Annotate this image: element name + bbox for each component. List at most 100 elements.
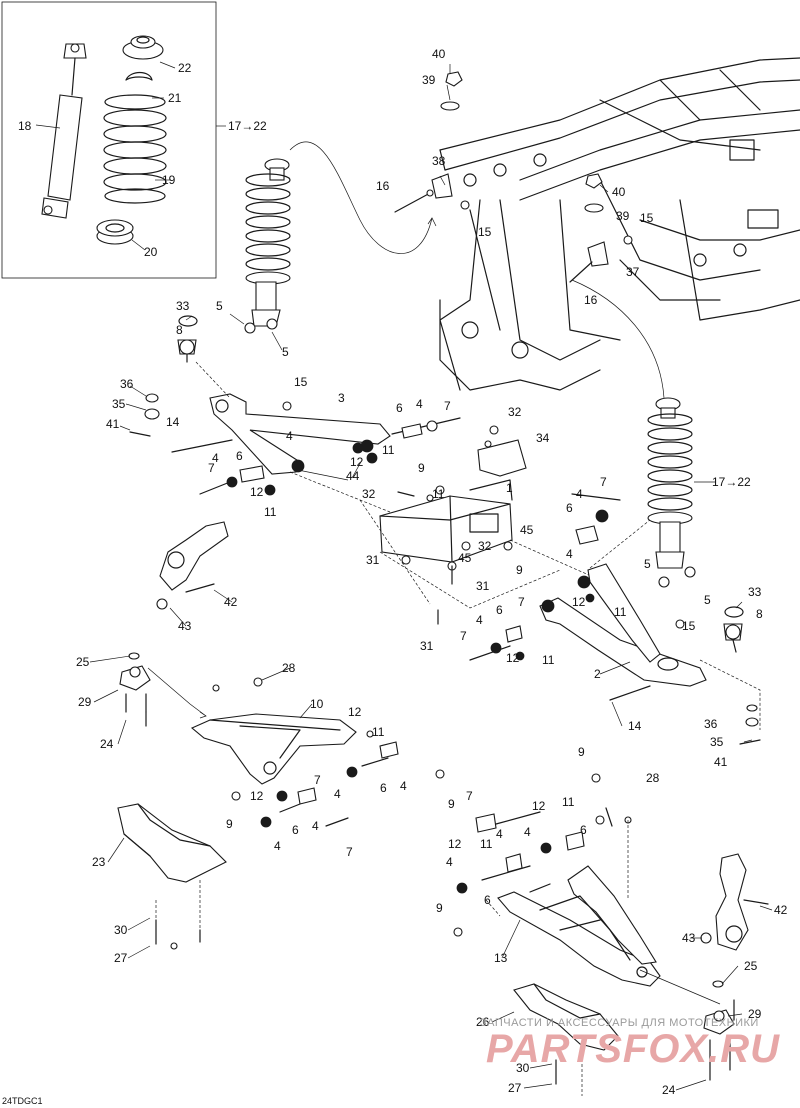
left-skid-plate — [117, 803, 227, 950]
callout-31-c: 31 — [420, 639, 434, 653]
callout-32-b: 32 — [362, 487, 376, 501]
lower-right-a-arm — [497, 865, 661, 987]
lower-spring-seat-part — [96, 219, 134, 245]
callout-21: 21 — [168, 91, 182, 105]
callout-12-c: 12 — [572, 595, 586, 609]
right-shock-assembly — [647, 397, 696, 588]
left-shock-assembly — [244, 158, 291, 334]
callout-11-c: 11 — [432, 487, 445, 501]
callout-26: 26 — [476, 1015, 490, 1029]
callout-40-top: 40 — [432, 47, 446, 61]
callout-16-mid: 16 — [584, 293, 598, 307]
callout-11-h: 11 — [480, 837, 493, 851]
callout-4-c: 4 — [212, 451, 219, 465]
callout-28-right: 28 — [646, 771, 660, 785]
callout-20: 20 — [144, 245, 158, 259]
callout-12-g: 12 — [532, 799, 546, 813]
callout-11-a: 11 — [382, 443, 395, 457]
callout-9-c: 9 — [448, 797, 455, 811]
callout-25-left: 25 — [76, 655, 90, 669]
callout-4-a: 4 — [416, 397, 423, 411]
callout-29-left: 29 — [78, 695, 92, 709]
callout-32-c: 32 — [478, 539, 492, 553]
callout-4-k: 4 — [524, 825, 531, 839]
callout-30-left: 30 — [114, 923, 128, 937]
callout-40-mid: 40 — [612, 185, 626, 199]
lower-left-ball-joint — [119, 652, 151, 727]
callout-16-top: 16 — [376, 179, 390, 193]
callout-10: 10 — [310, 697, 324, 711]
callout-24-right: 24 — [662, 1083, 676, 1097]
callout-11-d: 11 — [614, 605, 627, 619]
callout-14-left: 14 — [166, 415, 180, 429]
label-leaders — [89, 313, 773, 1091]
callout-11-g: 11 — [562, 795, 575, 809]
callout-5-a: 5 — [216, 299, 223, 313]
callout-4-d: 4 — [576, 487, 583, 501]
watermark: ЗАПЧАСТИ И АКСЕССУАРЫ ДЛЯ МОТОТЕХНИКИ PA… — [480, 1017, 780, 1071]
callout-31-a: 31 — [366, 553, 380, 567]
callout-17-22-left: 17→22 — [228, 119, 267, 133]
watermark-brand: PARTSFOX.RU — [486, 1027, 780, 1071]
callout-7-b: 7 — [208, 461, 215, 475]
lower-right-hardware — [453, 773, 632, 937]
callout-7-g: 7 — [346, 845, 353, 859]
upper-spring-seat-part — [122, 35, 164, 60]
callout-7-a: 7 — [444, 399, 451, 413]
shock-breakdown-inset — [1, 1, 217, 279]
watermark-tagline: ЗАПЧАСТИ И АКСЕССУАРЫ ДЛЯ МОТОТЕХНИКИ — [480, 1017, 759, 1029]
callout-9-e: 9 — [578, 745, 585, 759]
callout-15-top: 15 — [478, 225, 492, 239]
callout-35-left: 35 — [112, 397, 126, 411]
upper-left-a-arm — [209, 393, 391, 475]
callout-11-e: 11 — [542, 653, 555, 667]
callout-38: 38 — [432, 154, 446, 168]
callout-36-right: 36 — [704, 717, 718, 731]
upper-right-a-arm — [539, 563, 707, 687]
callout-5-c: 5 — [644, 557, 651, 571]
callout-13: 13 — [494, 951, 508, 965]
callout-6-h: 6 — [484, 893, 491, 907]
callout-6-g: 6 — [580, 823, 587, 837]
callout-31-b: 31 — [476, 579, 490, 593]
callout-18: 18 — [18, 119, 32, 133]
callout-9-b: 9 — [516, 563, 523, 577]
callout-4-f: 4 — [476, 613, 483, 627]
right-skid-plate — [513, 983, 619, 1096]
callout-19: 19 — [162, 173, 176, 187]
callout-3: 3 — [338, 391, 345, 405]
callout-34: 34 — [536, 431, 550, 445]
callout-12-d: 12 — [506, 651, 520, 665]
callout-6-d: 6 — [496, 603, 503, 617]
callout-12-b: 12 — [250, 485, 264, 499]
callout-5-b: 5 — [282, 345, 289, 359]
callout-45-b: 45 — [458, 551, 472, 565]
callout-30-right: 30 — [516, 1061, 530, 1075]
callout-2: 2 — [594, 667, 601, 681]
callout-5-d: 5 — [704, 593, 711, 607]
frame-hardware — [394, 64, 633, 283]
upper-left-ball-joint — [177, 315, 198, 363]
callout-28-left: 28 — [282, 661, 296, 675]
callout-24-left: 24 — [100, 737, 114, 751]
callout-27-left: 27 — [114, 951, 128, 965]
shock-transfer-curve — [289, 141, 433, 254]
callout-7-d: 7 — [518, 595, 525, 609]
callout-4-l: 4 — [496, 827, 503, 841]
callout-9-d: 9 — [226, 817, 233, 831]
alignment-lines — [195, 361, 761, 730]
callout-labels: 18 22 21 19 20 17→22 40 39 38 16 15 40 3… — [18, 47, 788, 1097]
callout-15-right: 15 — [682, 619, 696, 633]
callout-4-b: 4 — [286, 429, 293, 443]
lower-right-ball-joint — [703, 980, 735, 1081]
callout-32-a: 32 — [508, 405, 522, 419]
callout-33-right: 33 — [748, 585, 762, 599]
coil-spring-part — [103, 94, 167, 204]
callout-23: 23 — [92, 855, 106, 869]
callout-42-right: 42 — [774, 903, 788, 917]
callout-27-right: 27 — [508, 1081, 522, 1095]
callout-42-left: 42 — [224, 595, 238, 609]
callout-37: 37 — [626, 265, 640, 279]
callout-11-f: 11 — [372, 725, 385, 739]
